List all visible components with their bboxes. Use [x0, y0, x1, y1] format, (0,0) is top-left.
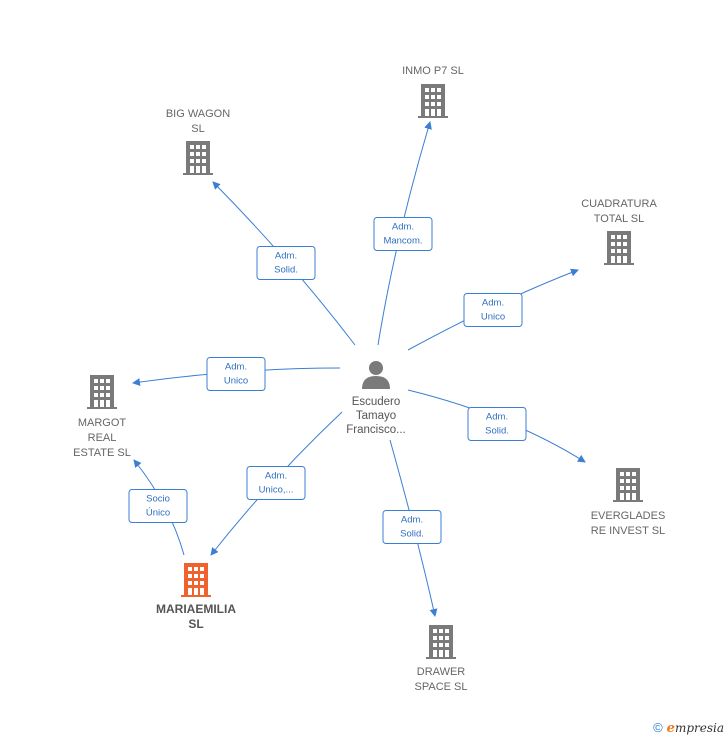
edge-person-to-cuadratura: Adm. Unico: [407, 268, 579, 351]
edge-label-box: [206, 357, 266, 391]
edge-label-line: Adm.: [265, 471, 287, 482]
building-icon: [87, 375, 117, 409]
edge-label-line: Solid.: [485, 426, 509, 437]
edge-label-box: [463, 293, 523, 327]
company-node-big-wagon[interactable]: BIG WAGON SL: [166, 108, 230, 175]
edge-label[interactable]: Adm. Unico: [463, 293, 523, 327]
edge-label[interactable]: Adm. Mancom.: [373, 217, 433, 251]
edge-label-box: [467, 407, 527, 441]
footer-brand[interactable]: ©empresia: [653, 720, 724, 736]
edge-label[interactable]: Adm. Solid.: [467, 407, 527, 441]
edge-person-to-big-wagon: Adm. Solid.: [212, 181, 356, 346]
building-icon: [181, 563, 211, 597]
edge-person-to-mariaemilia: Adm. Unico,...: [210, 411, 343, 556]
company-node-margot[interactable]: MARGOT REAL ESTATE SL: [73, 375, 131, 459]
company-name-line: TOTAL SL: [594, 213, 645, 225]
person-name-line: Escudero: [352, 396, 401, 408]
company-name-line: EVERGLADES: [591, 510, 666, 522]
company-name-line: BIG WAGON: [166, 108, 230, 120]
company-node-everglades[interactable]: EVERGLADES RE INVEST SL: [591, 468, 666, 537]
company-name-line: MARGOT: [78, 417, 127, 429]
building-icon: [426, 625, 456, 659]
building-icon: [418, 84, 448, 118]
building-icon: [613, 468, 643, 502]
building-icon: [604, 231, 634, 265]
edge-label-box: [128, 489, 188, 523]
person-name-line: Tamayo: [356, 410, 396, 422]
copyright-icon: ©: [653, 720, 663, 735]
edge-label-line: Socio: [146, 494, 170, 505]
edge-label-line: Adm.: [486, 412, 508, 423]
edge-label[interactable]: Adm. Solid.: [256, 246, 316, 280]
edge-label-line: Adm.: [392, 222, 414, 233]
company-name-line: ESTATE SL: [73, 447, 131, 459]
edge-label[interactable]: Adm. Unico: [206, 357, 266, 391]
edge-person-to-drawer: Adm. Solid.: [382, 439, 442, 617]
person-name-line: Francisco...: [346, 424, 405, 436]
edge-label-line: Solid.: [274, 265, 298, 276]
edge-label-box: [382, 510, 442, 544]
edge-label-line: Adm.: [401, 515, 423, 526]
edge-label-box: [246, 466, 306, 500]
brand-initial: e: [666, 721, 675, 736]
company-node-drawer[interactable]: DRAWER SPACE SL: [415, 625, 468, 693]
edge-label-line: Unico,...: [259, 485, 294, 496]
building-icon: [183, 141, 213, 175]
company-name-line: CUADRATURA: [581, 198, 657, 210]
edge-label-box: [373, 217, 433, 251]
edge-label-line: Unico: [224, 376, 248, 387]
company-name-line: INMO P7 SL: [402, 65, 464, 77]
company-name-line: SL: [191, 123, 204, 135]
edge-label-line: Unico: [481, 312, 505, 323]
brand-name: mpresia: [674, 721, 724, 735]
edge-label-line: Mancom.: [383, 236, 422, 247]
company-node-inmo-p7[interactable]: INMO P7 SL: [402, 65, 464, 118]
company-name-line: DRAWER: [417, 666, 466, 678]
edge-label-line: Adm.: [482, 298, 504, 309]
edge-person-to-margot: Adm. Unico: [132, 357, 341, 391]
edge-label[interactable]: Adm. Unico,...: [246, 466, 306, 500]
edge-label-box: [256, 246, 316, 280]
company-node-cuadratura[interactable]: CUADRATURA TOTAL SL: [581, 198, 657, 265]
company-name-line: MARIAEMILIA: [156, 602, 236, 616]
edge-label[interactable]: Adm. Solid.: [382, 510, 442, 544]
edge-label-line: Adm.: [225, 362, 247, 373]
company-name-line: REAL: [88, 432, 117, 444]
company-name-line: SL: [188, 617, 203, 631]
person-icon: [362, 361, 390, 389]
edge-label-line: Único: [146, 508, 170, 519]
person-node[interactable]: EscuderoTamayoFrancisco...: [346, 361, 406, 436]
edge-label-line: Adm.: [275, 251, 297, 262]
company-name-line: RE INVEST SL: [591, 525, 665, 537]
edge-label-line: Solid.: [400, 529, 424, 540]
edge-person-to-inmo-p7: Adm. Mancom.: [373, 121, 433, 346]
company-name-line: SPACE SL: [415, 681, 468, 693]
edge-person-to-everglades: Adm. Solid.: [407, 389, 586, 463]
